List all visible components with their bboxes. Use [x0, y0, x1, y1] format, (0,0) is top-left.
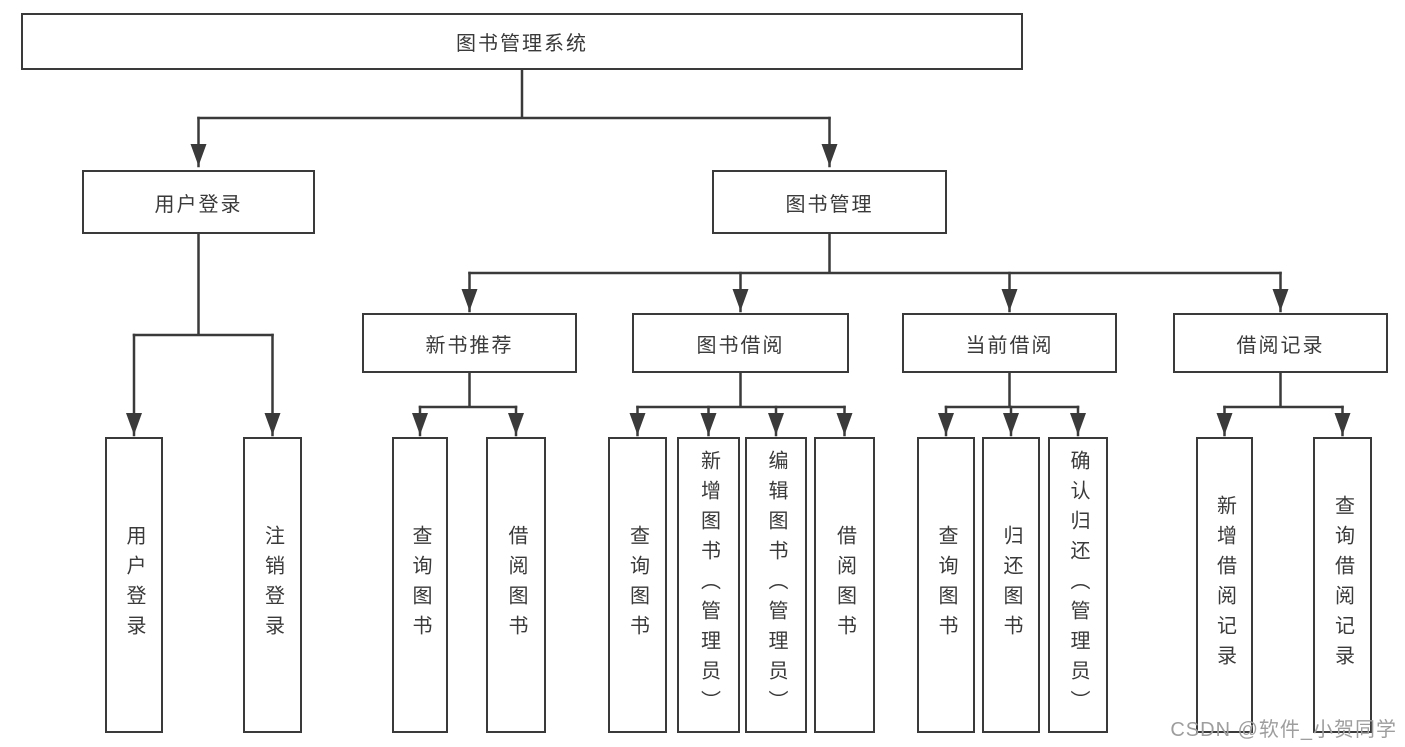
leaf-cb-query-book: 查询图书 [917, 437, 975, 733]
current-rail [944, 371, 1080, 409]
csdn-watermark: CSDN @软件_小贺同学 [1170, 719, 1397, 741]
leaf-rc-query-record: 查询借阅记录 [1313, 437, 1372, 733]
leaf-rec-borrow-book: 借阅图书 [486, 437, 546, 733]
node-new-book-recommend-label: 新书推荐 [425, 334, 514, 357]
leaf-user-login: 用户登录 [105, 437, 163, 733]
node-current-borrow-label: 当前借阅 [965, 334, 1054, 357]
leaf-rc-add-record: 新增借阅记录 [1196, 437, 1253, 733]
node-borrow-records-label: 借阅记录 [1236, 334, 1325, 357]
borrow-rail [636, 371, 846, 409]
leaf-bb-query-book-label: 查询图书 [626, 525, 649, 645]
leaf-bb-borrow-book: 借阅图书 [814, 437, 875, 733]
leaf-rec-query-book: 查询图书 [392, 437, 448, 733]
leaf-rec-query-book-label: 查询图书 [409, 525, 431, 645]
node-library-system: 图书管理系统 [21, 13, 1023, 70]
leaf-cb-return-book-label: 归还图书 [1000, 525, 1022, 645]
leaf-logout: 注销登录 [243, 437, 302, 733]
new-rec-rail [418, 371, 518, 409]
node-book-management-label: 图书管理 [785, 193, 874, 216]
leaf-bb-add-book-admin-label: 新增图书（管理员） [697, 450, 720, 720]
node-book-borrow-label: 图书借阅 [696, 334, 785, 357]
node-user-login: 用户登录 [82, 170, 315, 234]
records-rail [1223, 371, 1344, 409]
leaf-cb-confirm-return-admin-label: 确认归还（管理员） [1067, 450, 1089, 720]
leaf-bb-add-book-admin: 新增图书（管理员） [677, 437, 740, 733]
root-connector-rail [197, 68, 831, 120]
node-new-book-recommend: 新书推荐 [362, 313, 577, 373]
leaf-bb-edit-book-admin: 编辑图书（管理员） [745, 437, 807, 733]
node-book-management: 图书管理 [712, 170, 947, 234]
leaf-rec-borrow-book-label: 借阅图书 [505, 525, 527, 645]
node-book-borrow: 图书借阅 [632, 313, 849, 373]
leaf-bb-query-book: 查询图书 [608, 437, 667, 733]
leaf-cb-query-book-label: 查询图书 [935, 525, 957, 645]
leaf-cb-return-book: 归还图书 [982, 437, 1040, 733]
leaf-bb-edit-book-admin-label: 编辑图书（管理员） [765, 450, 787, 720]
leaf-rc-add-record-label: 新增借阅记录 [1213, 495, 1236, 675]
leaf-logout-label: 注销登录 [261, 525, 284, 645]
node-current-borrow: 当前借阅 [902, 313, 1117, 373]
leaf-rc-query-record-label: 查询借阅记录 [1331, 495, 1354, 675]
leaf-bb-borrow-book-label: 借阅图书 [833, 525, 856, 645]
leaf-user-login-label: 用户登录 [123, 525, 145, 645]
book-mgmt-rail [468, 232, 1282, 275]
user-login-rail [132, 232, 274, 337]
node-user-login-label: 用户登录 [154, 193, 243, 216]
node-borrow-records: 借阅记录 [1173, 313, 1388, 373]
node-library-system-label: 图书管理系统 [456, 33, 588, 55]
leaf-cb-confirm-return-admin: 确认归还（管理员） [1048, 437, 1108, 733]
